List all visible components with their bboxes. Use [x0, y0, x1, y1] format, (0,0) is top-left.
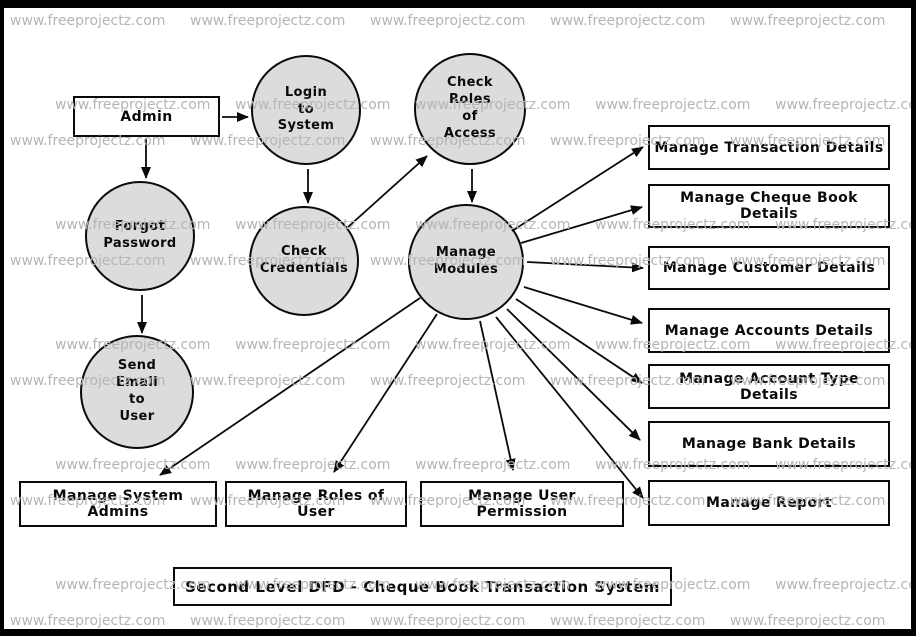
process-send-email-to-user: Send Email to User [80, 335, 194, 449]
arrow-modules-to-system-admins [159, 297, 421, 476]
node-manage-account-type-details: Manage Account Type Details [648, 364, 890, 409]
process-forgot-password: Forgot Password [85, 181, 195, 291]
process-manage-modules: Manage Modules [408, 204, 524, 320]
arrow-modules-to-account-type [515, 298, 643, 384]
node-manage-report: Manage Report [648, 480, 890, 526]
frame-top-bar [0, 0, 916, 8]
node-manage-user-permission: Manage User Permission [420, 481, 624, 527]
arrow-modules-to-report [495, 316, 644, 499]
node-manage-roles-of-user: Manage Roles of User [225, 481, 407, 527]
node-manage-system-admins: Manage System Admins [19, 481, 217, 527]
frame-right-border [911, 0, 916, 636]
arrow-modules-to-accounts [523, 286, 643, 325]
process-check-roles-of-access: Check Roles of Access [414, 53, 526, 165]
arrow-modules-to-roles-of-user [333, 313, 438, 473]
process-login-to-system: Login to System [251, 55, 361, 165]
node-manage-bank-details: Manage Bank Details [648, 421, 890, 467]
arrow-modules-to-cheque-book [520, 205, 643, 244]
arrow-check-credentials-to-check-roles [347, 155, 428, 228]
process-check-credentials: Check Credentials [249, 206, 359, 316]
entity-admin: Admin [73, 96, 220, 137]
arrow-modules-to-bank [506, 308, 641, 441]
frame-left-border [0, 0, 4, 636]
diagram-title: Second Level DFD - Cheque Book Transacti… [173, 567, 672, 606]
node-manage-customer-details: Manage Customer Details [648, 246, 890, 290]
node-manage-transaction-details: Manage Transaction Details [648, 125, 890, 170]
arrow-modules-to-user-permission [479, 320, 516, 471]
arrow-modules-to-transaction [511, 146, 644, 232]
arrow-modules-to-customer [526, 261, 644, 273]
frame-bottom-bar [0, 629, 916, 636]
node-manage-cheque-book-details: Manage Cheque Book Details [648, 184, 890, 228]
node-manage-accounts-details: Manage Accounts Details [648, 308, 890, 353]
